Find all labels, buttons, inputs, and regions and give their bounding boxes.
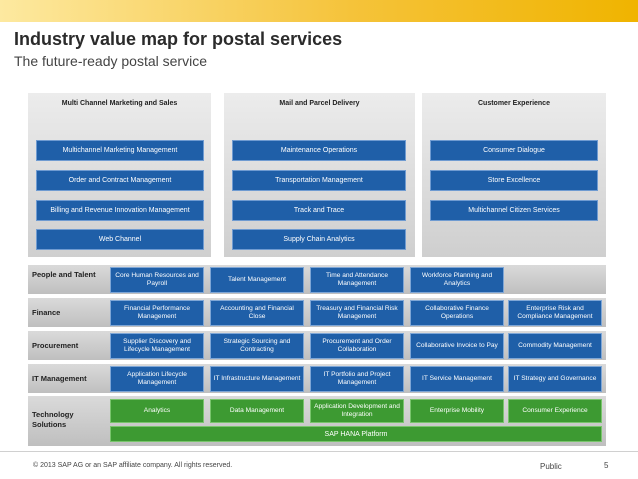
row-label: Procurement [32,341,79,350]
page-number: 5 [604,461,609,470]
solution-box: Application Development and Integration [310,399,404,423]
process-box: Billing and Revenue Innovation Managemen… [36,200,204,221]
process-box: Track and Trace [232,200,406,221]
capability-box: Treasury and Financial Risk Management [310,300,404,326]
capability-box: Enterprise Risk and Compliance Managemen… [508,300,602,326]
capability-box: Strategic Sourcing and Contracting [210,333,304,359]
column-marketing-sales: Multi Channel Marketing and Sales Multic… [28,93,211,257]
row-label: Technology Solutions [32,410,74,429]
copyright-text: © 2013 SAP AG or an SAP affiliate compan… [33,462,233,469]
process-box: Maintenance Operations [232,140,406,161]
capability-box: Collaborative Invoice to Pay [410,333,504,359]
capability-box: Time and Attendance Management [310,267,404,293]
capability-box: Talent Management [210,267,304,293]
process-box: Consumer Dialogue [430,140,598,161]
capability-box: IT Service Management [410,366,504,392]
process-box: Transportation Management [232,170,406,191]
column-heading: Multi Channel Marketing and Sales [61,100,178,107]
solution-box: Data Management [210,399,304,423]
process-box: Multichannel Citizen Services [430,200,598,221]
page-subtitle: The future-ready postal service [14,53,207,69]
row-label: Finance [32,308,61,317]
process-box: Web Channel [36,229,204,250]
classification-label: Public [540,462,562,471]
solution-box: Enterprise Mobility [410,399,504,423]
capability-box: Application Lifecycle Management [110,366,204,392]
row-label: IT Management [32,374,87,383]
solution-box: Consumer Experience [508,399,602,423]
column-customer-experience: Customer Experience Consumer Dialogue St… [422,93,606,257]
capability-box: IT Infrastructure Management [210,366,304,392]
top-accent-bar [0,0,638,22]
solution-box: Analytics [110,399,204,423]
capability-box: Workforce Planning and Analytics [410,267,504,293]
platform-bar: SAP HANA Platform [110,426,602,442]
row-label: People and Talent [32,270,96,279]
column-heading: Mail and Parcel Delivery [279,100,360,107]
page-title: Industry value map for postal services [14,29,343,49]
column-mail-parcel: Mail and Parcel Delivery Maintenance Ope… [224,93,415,257]
process-box: Multichannel Marketing Management [36,140,204,161]
column-heading: Customer Experience [478,100,550,107]
capability-box: Collaborative Finance Operations [410,300,504,326]
process-box: Order and Contract Management [36,170,204,191]
capability-box: Commodity Management [508,333,602,359]
capability-box: Core Human Resources and Payroll [110,267,204,293]
capability-box: IT Portfolio and Project Management [310,366,404,392]
capability-box: IT Strategy and Governance [508,366,602,392]
capability-box: Accounting and Financial Close [210,300,304,326]
process-box: Supply Chain Analytics [232,229,406,250]
capability-box: Supplier Discovery and Lifecycle Managem… [110,333,204,359]
footer-divider [0,451,638,452]
capability-box: Financial Performance Management [110,300,204,326]
process-box: Store Excellence [430,170,598,191]
capability-box: Procurement and Order Collaboration [310,333,404,359]
